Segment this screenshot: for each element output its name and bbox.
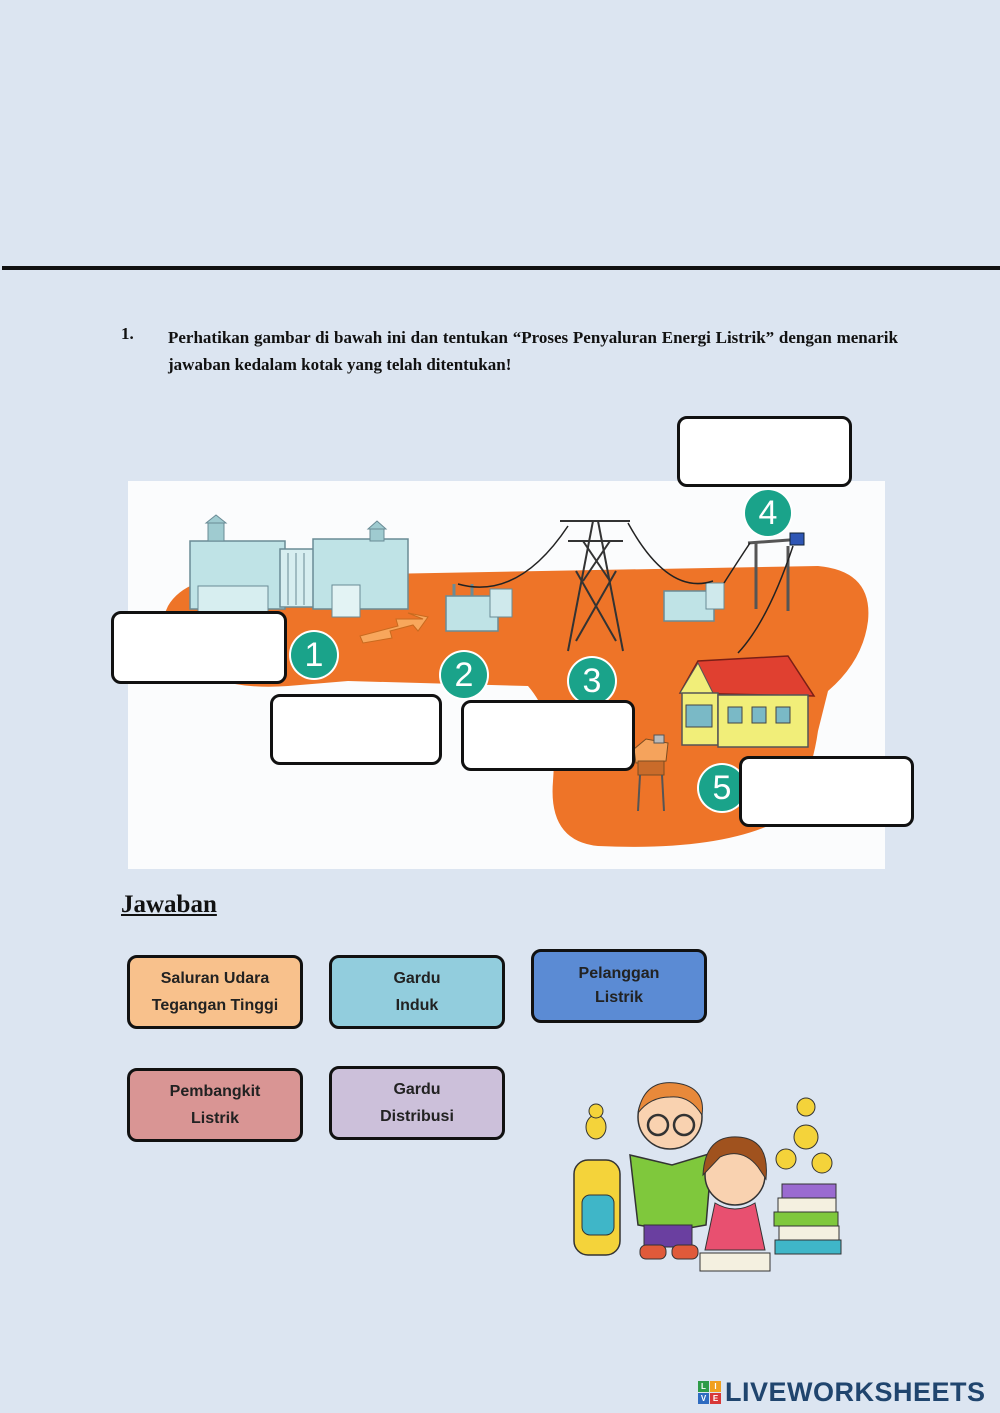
kids-reading-illustration bbox=[573, 1082, 842, 1272]
answer-line: Listrik bbox=[190, 1110, 239, 1127]
step-2-badge: 2 bbox=[441, 652, 487, 698]
answer-line: Pembangkit bbox=[169, 1083, 261, 1100]
logo-mark-letter: I bbox=[710, 1381, 721, 1392]
answer-line: Saluran Udara bbox=[160, 970, 270, 987]
step-3-badge: 3 bbox=[569, 658, 615, 704]
answer-line: Distribusi bbox=[380, 1108, 454, 1125]
flow-arrow-icon bbox=[359, 612, 429, 644]
answer-saluran-udara-tegangan-tinggi[interactable]: Saluran Udara Tegangan Tinggi bbox=[127, 955, 303, 1029]
answer-gardu-induk[interactable]: Gardu Induk bbox=[329, 955, 505, 1029]
logo-mark-letter: V bbox=[698, 1393, 709, 1404]
step-5-badge: 5 bbox=[699, 765, 745, 811]
drop-box-4[interactable] bbox=[677, 416, 852, 487]
answers-heading: Jawaban bbox=[121, 891, 217, 918]
power-plant-icon bbox=[189, 514, 409, 618]
transmission-tower-icon bbox=[560, 520, 630, 652]
question-text: Perhatikan gambar di bawah ini dan tentu… bbox=[168, 328, 898, 374]
answer-line: Tegangan Tinggi bbox=[151, 997, 279, 1014]
kiosk-transformer-icon bbox=[633, 734, 669, 812]
liveworksheets-logo: L I V E LIVEWORKSHEETS bbox=[698, 1377, 986, 1408]
answer-line: Listrik bbox=[594, 989, 643, 1006]
logo-mark-letter: E bbox=[710, 1393, 721, 1404]
drop-box-1[interactable] bbox=[111, 611, 287, 684]
answer-line: Induk bbox=[395, 997, 439, 1014]
drop-box-3[interactable] bbox=[461, 700, 635, 771]
drop-box-5[interactable] bbox=[739, 756, 914, 827]
meter-box-icon bbox=[789, 532, 805, 546]
question-number: 1. bbox=[121, 324, 134, 343]
step-1-badge: 1 bbox=[291, 632, 337, 678]
answer-pelanggan-listrik[interactable]: Pelanggan Listrik bbox=[531, 949, 707, 1023]
house-icon bbox=[678, 655, 816, 748]
answer-pembangkit-listrik[interactable]: Pembangkit Listrik bbox=[127, 1068, 303, 1142]
ground-shape bbox=[162, 566, 869, 847]
logo-text: LIVEWORKSHEETS bbox=[725, 1377, 986, 1407]
answer-line: Gardu bbox=[393, 1081, 441, 1098]
drop-box-2[interactable] bbox=[270, 694, 442, 765]
step-4-badge: 4 bbox=[745, 490, 791, 536]
diagram-illustration bbox=[162, 514, 869, 847]
logo-mark-letter: L bbox=[698, 1381, 709, 1392]
answer-line: Gardu bbox=[393, 970, 441, 987]
answer-line: Pelanggan bbox=[578, 965, 660, 982]
header-divider bbox=[2, 266, 1000, 270]
distribution-substation-icon bbox=[663, 582, 725, 622]
answer-gardu-distribusi[interactable]: Gardu Distribusi bbox=[329, 1066, 505, 1140]
logo-mark-icon: L I V E bbox=[698, 1381, 721, 1404]
power-lines bbox=[457, 522, 794, 742]
substation-icon bbox=[445, 584, 513, 632]
